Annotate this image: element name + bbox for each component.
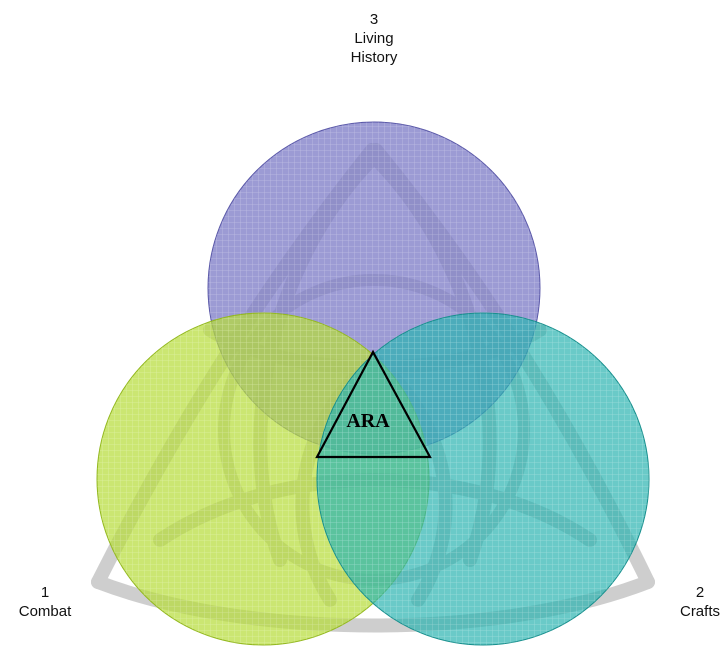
label-living-history-line-2: History <box>350 49 398 66</box>
circle-crafts <box>316 312 650 646</box>
label-living-history-number: 3 <box>369 11 379 28</box>
label-crafts-name: Crafts <box>679 603 720 620</box>
label-crafts-number: 2 <box>695 584 705 601</box>
label-living-history-line-1: Living <box>354 30 394 47</box>
label-living-history: 3 Living History <box>324 10 424 67</box>
label-combat: 1 Combat <box>0 583 90 621</box>
label-combat-name: Combat <box>18 603 72 620</box>
label-crafts: 2 Crafts <box>655 583 728 621</box>
center-triangle: ARA <box>315 349 432 459</box>
label-combat-number: 1 <box>40 584 50 601</box>
center-label: ARA <box>346 410 390 432</box>
